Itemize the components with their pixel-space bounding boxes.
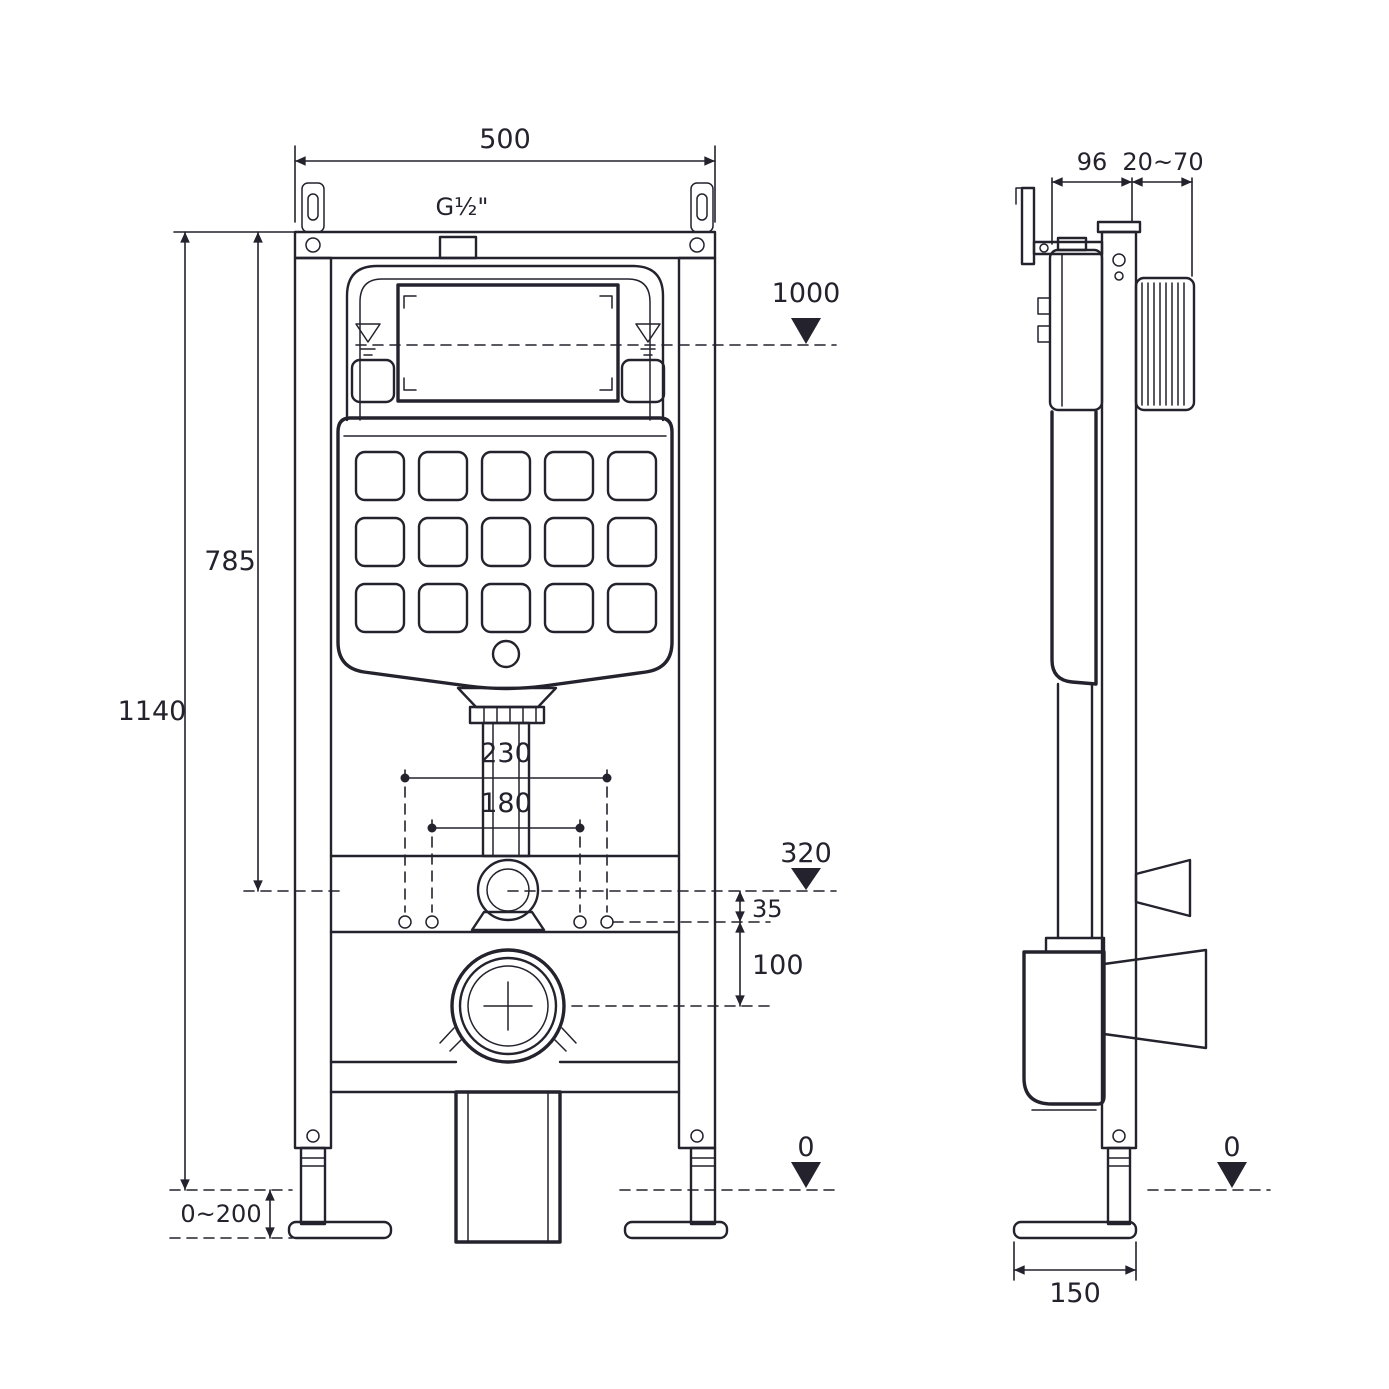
datum-outlet-height: 320 [507,838,837,892]
datum-floor-side: 0 [1147,1132,1271,1191]
dimension-width: 500 [294,124,716,223]
dimension-depth-top: 96 20~70 [1051,148,1204,277]
dimension-785: 785 [204,231,343,892]
thread-label: G½" [436,193,489,221]
dimension-230: 230 [400,738,612,913]
dim-label-180: 180 [480,788,532,819]
dimension-180: 180 [427,788,585,913]
dim-label-wall-gap: 20~70 [1122,148,1203,176]
outlet-spigot-upper [1134,858,1192,918]
drain-duct [454,1090,562,1244]
corrugated-hose [1134,276,1196,412]
water-level-marks [355,323,661,356]
dim-label-foot-adjust: 0~200 [180,1200,261,1228]
dim-label-785: 785 [204,546,256,577]
datum-label-floor-front: 0 [797,1132,814,1163]
cistern-profile [1037,236,1104,686]
dim-label-1140: 1140 [118,696,187,727]
dimension-1140: 1140 [118,231,296,1191]
dimension-foot-adjust: 0~200 [169,1189,293,1239]
front-view: 500 G½" [118,124,841,1244]
dim-label-100: 100 [752,950,804,981]
outlet-connector [470,858,546,932]
adjustable-feet [287,1129,729,1240]
flush-pipe-side [1044,682,1106,954]
dim-label-230: 230 [480,738,532,769]
dimension-150: 150 [1013,1241,1137,1309]
dimension-100: 100 [571,921,804,1007]
cistern-tank [336,416,674,691]
drain-socket [439,948,577,1064]
datum-water-level: 1000 [355,278,841,346]
access-window [396,283,620,403]
wall-bracket [1015,186,1104,266]
adjustable-foot-side [1012,1129,1138,1240]
datum-label-outlet: 320 [780,838,832,869]
datum-label-floor-side: 0 [1223,1132,1240,1163]
drain-elbow [1022,948,1208,1111]
dim-label-150: 150 [1049,1278,1101,1309]
flush-pipe [456,686,558,858]
side-view: 96 20~70 [1012,148,1271,1309]
datum-floor-front: 0 [619,1132,837,1191]
datum-label-water: 1000 [772,278,841,309]
fixing-bolt-holes [398,915,614,929]
support-bracket [345,264,666,422]
dimension-35: 35 [612,890,783,923]
crossmember-lower [329,1060,681,1094]
dim-label-96: 96 [1077,148,1108,176]
dim-label-width: 500 [479,124,531,155]
dim-label-35: 35 [752,895,783,923]
